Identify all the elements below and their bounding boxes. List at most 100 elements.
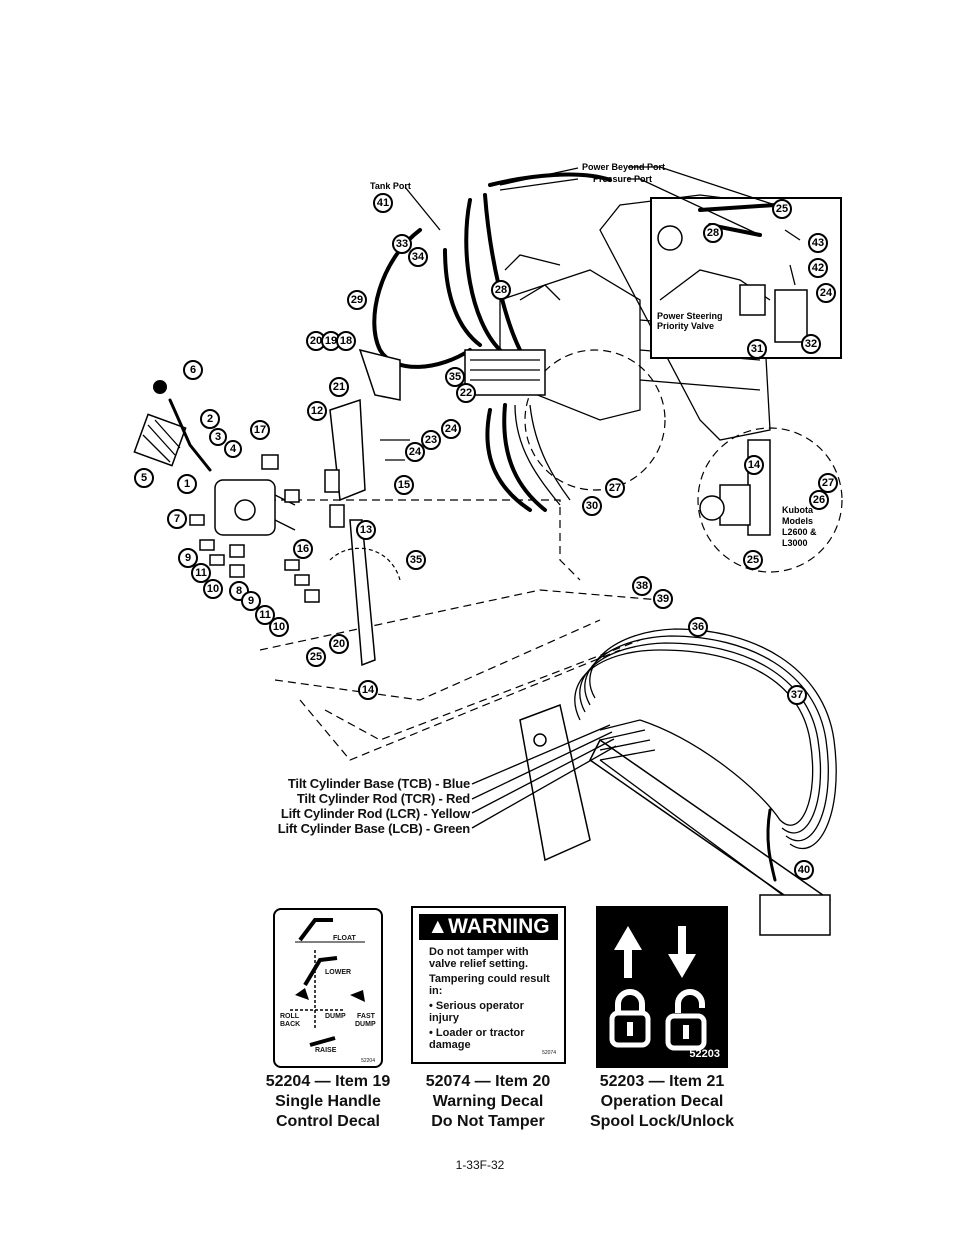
decal-back: BACK: [280, 1021, 301, 1028]
svg-text:9: 9: [248, 595, 254, 607]
decal-warning-code: 52074: [542, 1050, 556, 1056]
svg-text:13: 13: [360, 524, 372, 536]
callout: 43: [808, 233, 828, 253]
svg-text:26: 26: [813, 494, 825, 506]
lock-decal-art: [609, 926, 707, 1051]
callout: 18: [336, 331, 356, 351]
callout: 24: [441, 419, 461, 439]
callout: 23: [421, 430, 441, 450]
callout: 33: [392, 234, 412, 254]
svg-text:28: 28: [707, 227, 719, 239]
callout: 38: [632, 576, 652, 596]
callout: 10: [269, 617, 289, 637]
lock-decal-caption-2: Operation Decal: [600, 1093, 724, 1110]
svg-text:25: 25: [310, 651, 322, 663]
svg-text:17: 17: [254, 424, 266, 436]
svg-text:1: 1: [184, 478, 190, 490]
callout: 11: [191, 563, 211, 583]
kubota-label-3: L2600 &: [782, 527, 817, 537]
callout: 35: [445, 367, 465, 387]
callout: 5: [134, 468, 154, 488]
callout: 25: [743, 550, 763, 570]
mount-plate: [261, 348, 410, 667]
svg-text:43: 43: [812, 237, 824, 249]
lock-closed-icon: [609, 989, 651, 1048]
callout: 4: [224, 440, 242, 458]
callout: 27: [818, 473, 838, 493]
callout: 31: [747, 339, 767, 359]
callout: 12: [307, 401, 327, 421]
svg-text:3: 3: [215, 431, 221, 443]
callout: 37: [787, 685, 807, 705]
svg-text:36: 36: [692, 621, 704, 633]
callout: 3: [209, 428, 227, 446]
control-decal: FLOAT LOWER ROLL BACK DUMP FAST DUMP RAI…: [273, 908, 383, 1068]
callout: 19: [321, 331, 341, 351]
svg-text:25: 25: [747, 554, 759, 566]
callout: 1: [177, 474, 197, 494]
callout: 17: [250, 420, 270, 440]
callout: 6: [183, 360, 203, 380]
callout: 24: [405, 442, 425, 462]
warning-bullet-2: • Loader or tractor damage: [429, 1027, 525, 1051]
fittings: [189, 489, 320, 603]
svg-text:41: 41: [377, 197, 389, 209]
hose-color-lcb: Lift Cylinder Base (LCB) - Green: [277, 821, 470, 836]
svg-text:21: 21: [333, 381, 345, 393]
callout: 9: [241, 591, 261, 611]
svg-text:4: 4: [230, 443, 237, 455]
kubota-label-4: L3000: [782, 538, 808, 548]
svg-text:11: 11: [259, 609, 271, 621]
callout: 25: [306, 647, 326, 667]
svg-text:10: 10: [273, 621, 285, 633]
svg-text:5: 5: [141, 472, 147, 484]
callout: 16: [293, 539, 313, 559]
detail-circle-kubota: [697, 427, 843, 573]
kubota-label-2: Models: [782, 516, 813, 526]
callout: 34: [408, 247, 428, 267]
lock-decal-caption: 52203 — Item 21 Operation Decal Spool Lo…: [582, 1072, 742, 1132]
svg-text:16: 16: [297, 543, 309, 555]
warning-decal-caption-1: 52074 — Item 20: [425, 1073, 551, 1090]
callout: 2: [200, 409, 220, 429]
warning-line-2: Tampering could result in:: [429, 973, 550, 997]
svg-text:22: 22: [460, 387, 472, 399]
hose-color-tcb: Tilt Cylinder Base (TCB) - Blue: [287, 776, 470, 791]
callout: 25: [772, 199, 792, 219]
decal-dump: DUMP: [325, 1013, 346, 1020]
svg-text:20: 20: [310, 335, 322, 347]
page-number: 1-33F-32: [455, 1158, 505, 1172]
warning-line-1: Do not tamper with valve relief setting.: [429, 946, 529, 970]
loader-frame: [519, 703, 831, 936]
callout: 7: [167, 509, 187, 529]
control-decal-art: [290, 918, 365, 1047]
svg-text:27: 27: [609, 482, 621, 494]
callout: 41: [373, 193, 393, 213]
kubota-bracket: [699, 439, 771, 536]
callout: 35: [406, 550, 426, 570]
svg-text:10: 10: [207, 583, 219, 595]
svg-text:29: 29: [351, 294, 363, 306]
svg-text:24: 24: [409, 446, 422, 458]
svg-text:38: 38: [636, 580, 648, 592]
control-decal-caption-1: 52204 — Item 19: [265, 1073, 391, 1090]
callout: 30: [582, 496, 602, 516]
callout: 32: [801, 334, 821, 354]
svg-text:9: 9: [185, 552, 191, 564]
svg-text:11: 11: [195, 567, 207, 579]
warning-decal: ▲WARNING Do not tamper with valve relief…: [411, 906, 566, 1064]
svg-text:33: 33: [396, 238, 408, 250]
warning-decal-caption: 52074 — Item 20 Warning Decal Do Not Tam…: [408, 1072, 568, 1132]
decal-control-code: 52204: [361, 1058, 375, 1064]
callout: 28: [703, 223, 723, 243]
svg-text:39: 39: [657, 593, 669, 605]
decal-raise: RAISE: [315, 1047, 337, 1054]
svg-text:18: 18: [340, 335, 352, 347]
pressure-port-label: Pressure Port: [593, 174, 652, 184]
callout: 11: [255, 605, 275, 625]
svg-text:32: 32: [805, 338, 817, 350]
callout: 42: [808, 258, 828, 278]
control-valve: [133, 380, 296, 536]
detail-circle-mount: [524, 349, 666, 491]
